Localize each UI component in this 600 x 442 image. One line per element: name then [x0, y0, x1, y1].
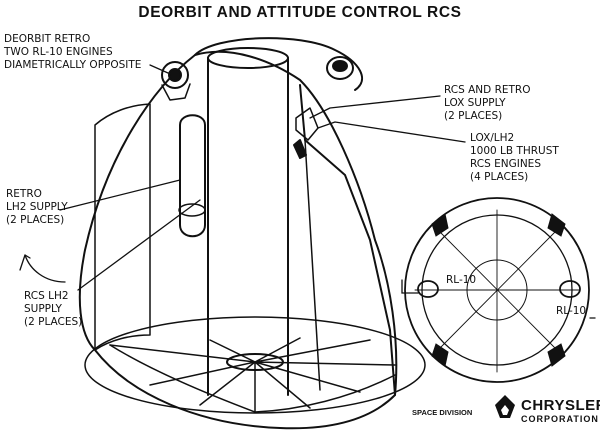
credit-company: CHRYSLER: [521, 397, 600, 414]
plan-label-rl10-left: RL-10: [446, 274, 477, 286]
leader-retro-lh2: [59, 179, 181, 211]
rcs-engine-cluster: [295, 107, 319, 141]
plan-engine-right: [559, 280, 581, 298]
label-retro-lh2: RETRO LH2 SUPPLY (2 PLACES): [6, 188, 68, 226]
leader-rcs-engines: [317, 121, 466, 143]
radial-spokes: [109, 337, 396, 413]
retro-lh2-tank: [179, 114, 206, 238]
credit-sub: CORPORATION: [521, 414, 599, 424]
label-deorbit-retro: DEORBIT RETRO TWO RL-10 ENGINES DIAMETRI…: [4, 33, 142, 71]
cutaway-edge: [299, 84, 396, 396]
label-rcs-retro-lox: RCS AND RETRO LOX SUPPLY (2 PLACES): [444, 84, 531, 122]
left-cutaway: [94, 103, 151, 351]
plan-engine-left: [417, 280, 439, 298]
lower-dish: [84, 316, 426, 414]
label-rcs-lh2: RCS LH2 SUPPLY (2 PLACES): [24, 290, 83, 328]
plan-outer-ring: [404, 197, 590, 383]
central-column-top: [207, 47, 289, 69]
pentastar-logo: [495, 395, 515, 418]
deorbit-engine: [161, 61, 189, 89]
plan-crosshair: [414, 209, 581, 373]
plan-view: [401, 197, 596, 383]
top-rim: [194, 37, 364, 91]
label-lox-lh2-engines: LOX/LH2 1000 LB THRUST RCS ENGINES (4 PL…: [470, 132, 559, 183]
leader-rcs-lh2: [77, 199, 201, 291]
diagram-title: DEORBIT AND ATTITUDE CONTROL RCS: [138, 4, 462, 21]
leader-lox-supply: [309, 95, 441, 119]
plan-rcs-thrusters: [431, 213, 566, 367]
plan-label-rl10-right: RL-10: [556, 305, 587, 317]
top-right-engine: [326, 56, 354, 80]
leader-deorbit: [149, 64, 169, 74]
credit-division: SPACE DIVISION: [412, 408, 473, 417]
